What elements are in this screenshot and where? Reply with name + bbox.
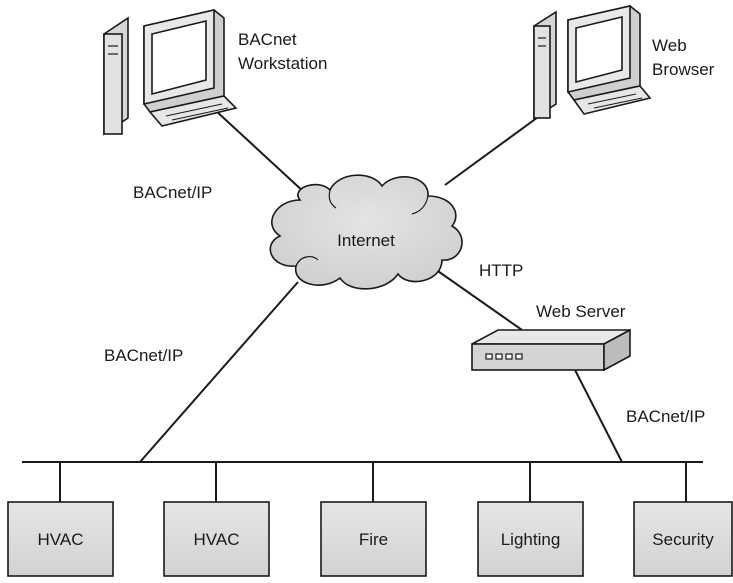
device-box-hvac-2	[163, 501, 270, 577]
device-box-fire	[320, 501, 427, 577]
browser-internet-link	[444, 111, 546, 186]
server-bus-link	[574, 369, 623, 463]
workstation-computer-icon	[103, 8, 238, 136]
device-boxes	[7, 501, 733, 577]
device-label: Fire	[359, 530, 388, 549]
web-server-icon	[471, 328, 631, 372]
device-label: HVAC	[38, 530, 84, 549]
device-drops	[59, 462, 687, 502]
device-box-lighting	[477, 501, 584, 577]
device-box-hvac-1	[7, 501, 114, 577]
web-server-label: Web Server	[536, 302, 626, 321]
device-label: Lighting	[501, 530, 561, 549]
device-label: Security	[652, 530, 714, 549]
link-label-workstation-internet: BACnet/IP	[133, 183, 213, 202]
internet-label: Internet	[337, 231, 395, 250]
browser-computer-icon	[533, 4, 652, 120]
link-label-internet-bus: BACnet/IP	[104, 346, 184, 365]
browser-label-line1: Web	[652, 36, 687, 55]
workstation-label-line1: BACnet	[238, 30, 297, 49]
device-label: HVAC	[194, 530, 240, 549]
browser-label-line2: Browser	[652, 60, 715, 79]
workstation-label-line2: Workstation	[238, 54, 328, 73]
link-label-server-bus: BACnet/IP	[626, 407, 706, 426]
internet-bus-link	[139, 281, 299, 463]
internet-cloud-icon	[269, 174, 463, 290]
link-label-internet-server: HTTP	[479, 261, 524, 280]
device-box-security	[633, 501, 733, 577]
internet-server-link	[424, 261, 523, 331]
